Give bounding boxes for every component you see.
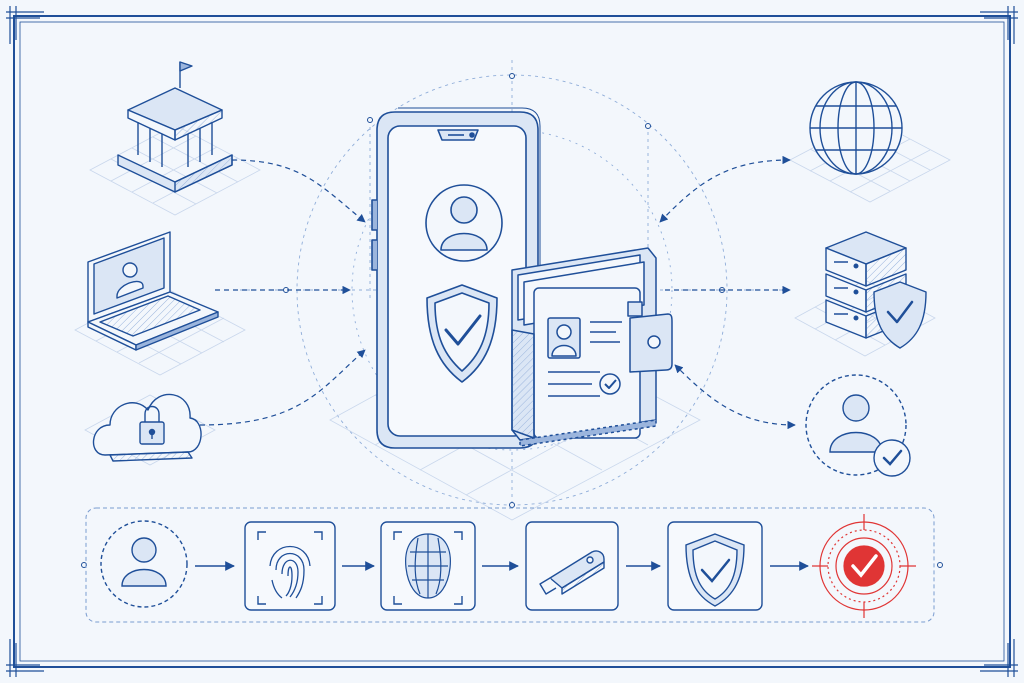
left-connectors — [199, 159, 366, 426]
globe-icon — [809, 81, 903, 175]
cloud-to-phone-arrow — [199, 349, 366, 426]
bank-building-icon — [117, 61, 233, 193]
cloud-lock-icon — [92, 393, 202, 462]
auth-flow-panel — [85, 507, 935, 623]
globe-phone-arrow — [659, 155, 791, 223]
smartphone-identity-icon — [371, 107, 541, 449]
auth-step-face-scan — [380, 521, 476, 611]
auth-step-shield — [667, 521, 763, 611]
server-shield-icon — [825, 231, 927, 349]
auth-step-fingerprint — [244, 521, 336, 611]
laptop-user-icon — [87, 231, 219, 351]
user-icon — [131, 537, 157, 563]
target-check-icon — [812, 514, 916, 618]
verified-user-icon — [805, 374, 911, 477]
face-scan-icon — [405, 533, 451, 599]
auth-step-user — [100, 520, 188, 608]
bank-to-phone-arrow — [231, 159, 366, 223]
digital-wallet-icon — [511, 247, 673, 447]
guide-nodes — [81, 73, 943, 568]
auth-step-usb-key — [525, 521, 619, 611]
usb-security-key-icon — [539, 550, 605, 595]
blueprint-frame — [6, 6, 1018, 677]
right-connectors — [659, 155, 796, 430]
frame-corner-ornament — [6, 6, 1018, 677]
fingerprint-icon — [269, 545, 311, 599]
